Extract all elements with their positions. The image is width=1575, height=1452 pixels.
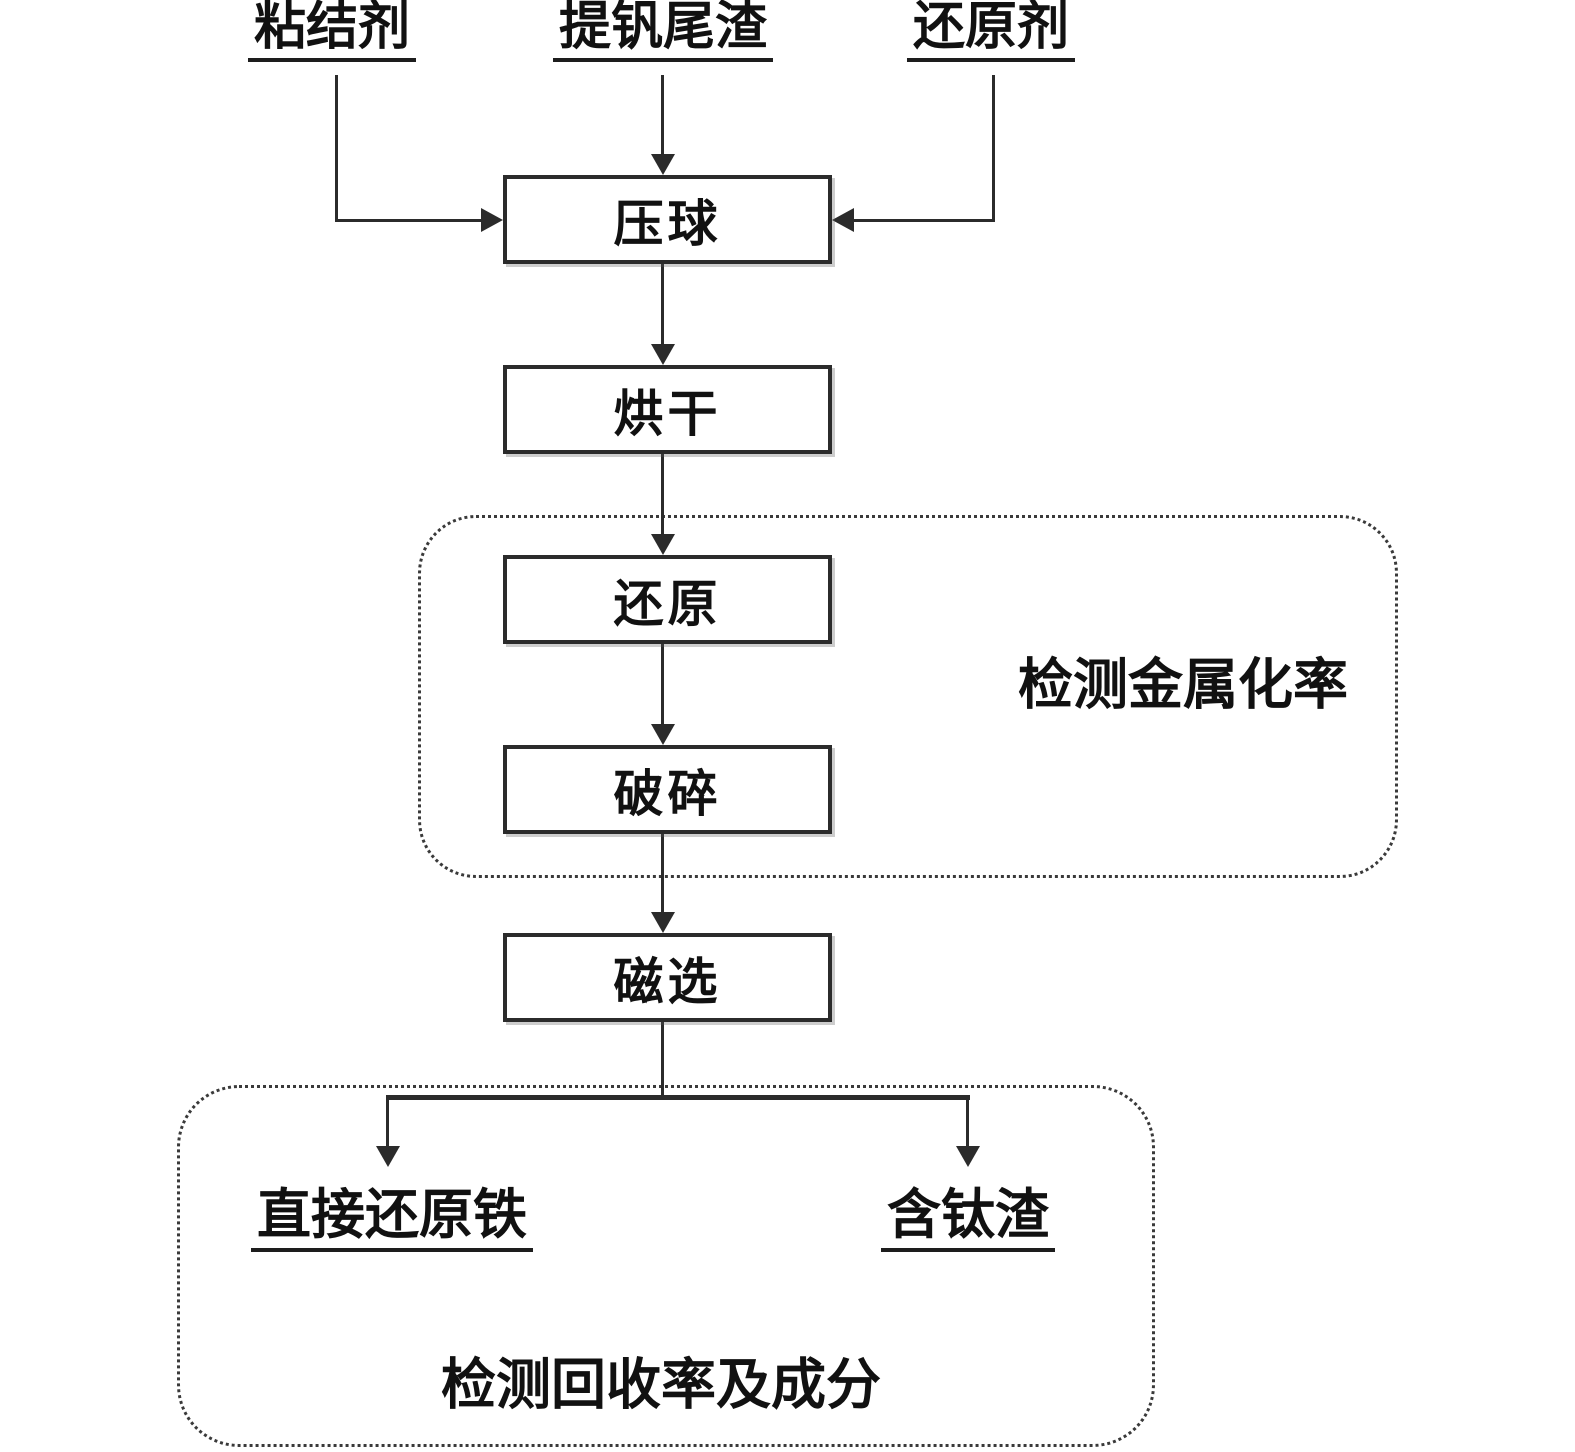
step-label-crushing: 破碎 (613, 765, 722, 822)
step-label-reduction: 还原 (613, 575, 722, 632)
connector-magnetic-branch (661, 1022, 664, 1100)
step-box-briquetting: 压球 (503, 175, 832, 264)
connector-reduction-crushing (661, 644, 664, 724)
step-label-drying: 烘干 (613, 385, 722, 442)
group-box-recovery-check (177, 1085, 1155, 1447)
input-label-vanadium-tailings: 提钒尾渣 (552, 2, 774, 62)
output-label-direct-reduced-iron: 直接还原铁 (251, 1188, 533, 1252)
connector-branch-left (386, 1095, 389, 1147)
arrow-down-icon (651, 912, 675, 933)
arrow-down-icon (956, 1146, 980, 1167)
step-label-briquetting: 压球 (613, 195, 722, 252)
step-box-magnetic-separation: 磁选 (503, 933, 832, 1022)
step-box-crushing: 破碎 (503, 745, 832, 834)
group-box-metallization-check (418, 515, 1398, 878)
connector-drying-reduction (661, 454, 664, 534)
step-box-reduction: 还原 (503, 555, 832, 644)
input-label-reductant: 还原剂 (906, 2, 1076, 62)
connector-reductant-vertical (992, 75, 995, 222)
arrow-left-icon (832, 208, 854, 232)
input-label-binder: 粘结剂 (247, 2, 417, 62)
arrow-down-icon (651, 534, 675, 555)
connector-binder-horizontal (335, 219, 481, 222)
step-label-magnetic-separation: 磁选 (613, 953, 722, 1010)
arrow-down-icon (651, 344, 675, 365)
arrow-down-icon (376, 1146, 400, 1167)
annotation-recovery: 检测回收率及成分 (440, 1354, 882, 1416)
arrow-down-icon (651, 724, 675, 745)
connector-crushing-magnetic (661, 834, 664, 912)
branch-bar (386, 1095, 970, 1100)
annotation-metallization: 检测金属化率 (1017, 654, 1349, 716)
connector-reductant-horizontal (854, 219, 993, 222)
output-label-titanium-slag: 含钛渣 (881, 1188, 1055, 1252)
arrow-down-icon (651, 154, 675, 175)
arrow-right-icon (481, 208, 503, 232)
connector-tailings-vertical (661, 75, 664, 155)
connector-branch-right (966, 1095, 969, 1147)
connector-briquetting-drying (661, 264, 664, 344)
step-box-drying: 烘干 (503, 365, 832, 454)
connector-binder-vertical (335, 75, 338, 222)
